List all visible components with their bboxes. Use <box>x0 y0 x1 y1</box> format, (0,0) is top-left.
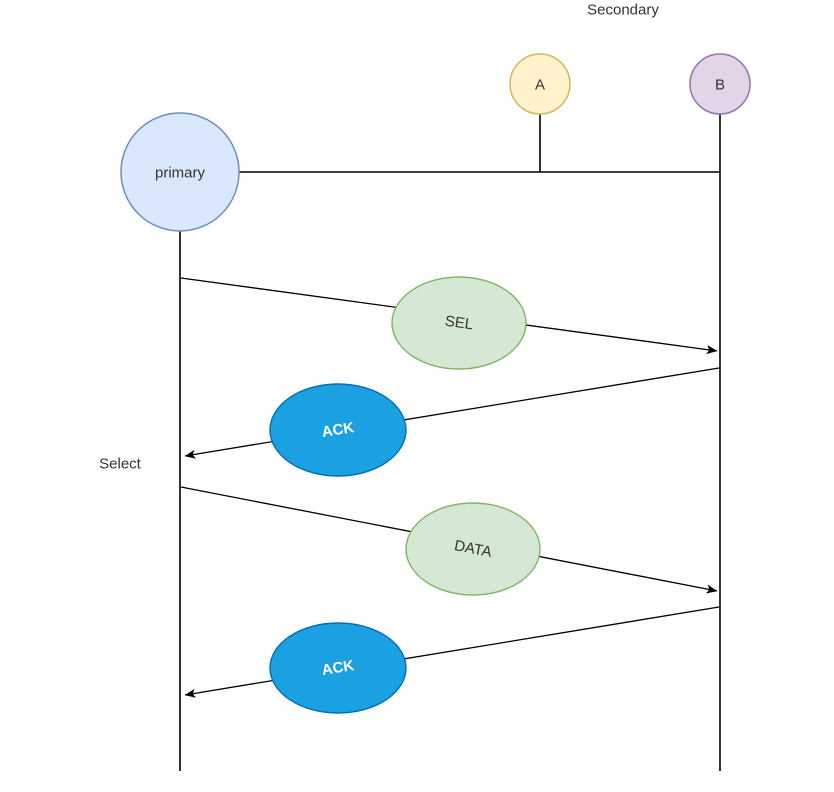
arrow-ack-1 <box>184 367 720 459</box>
message-label-ack-1: ACK <box>321 419 356 441</box>
arrow-ack-2 <box>184 606 720 698</box>
message-label-sel: SEL <box>444 313 474 334</box>
select-label: Select <box>99 456 142 473</box>
node-a <box>509 53 571 115</box>
node-b <box>689 53 751 115</box>
message-label-data: DATA <box>453 537 493 561</box>
secondary-title: Secondary <box>587 2 659 19</box>
node-b-label: B <box>715 77 725 94</box>
message-ellipse-data <box>405 502 541 596</box>
node-primary <box>120 112 240 232</box>
message-ellipse-ack-1 <box>269 383 407 477</box>
message-ellipse-ack-2 <box>269 622 407 714</box>
node-a-label: A <box>535 77 545 94</box>
message-label-ack-2: ACK <box>321 657 356 679</box>
node-primary-label: primary <box>155 165 206 182</box>
message-ellipse-sel <box>391 276 527 370</box>
